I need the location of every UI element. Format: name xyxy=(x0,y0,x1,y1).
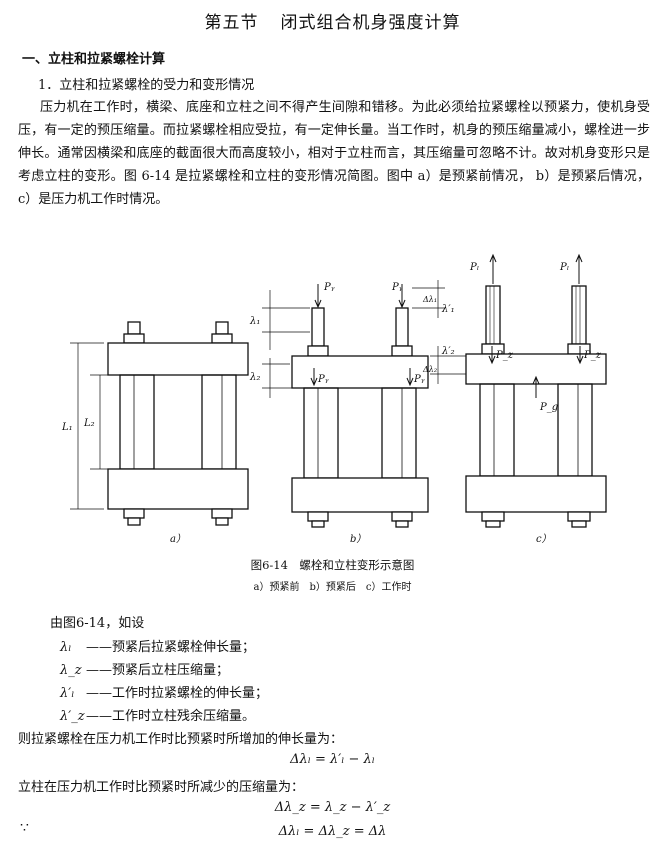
statement-line-1: 则拉紧螺栓在压力机工作时比预紧时所增加的伸长量为： xyxy=(18,732,344,747)
definition-symbol: λ_z xyxy=(60,663,82,678)
heading-level-1: 一、立柱和拉紧螺栓计算 xyxy=(22,52,166,67)
equation-1: Δλₗ = λ′ₗ − λₗ xyxy=(290,752,375,767)
section-title: 第五节 闭式组合机身强度计算 xyxy=(0,8,665,33)
heading-level-2: 1．立柱和拉紧螺栓的受力和变形情况 xyxy=(38,78,255,93)
definition-text: ——预紧后拉紧螺栓伸长量； xyxy=(86,640,256,655)
definition-symbol: λ′_z xyxy=(60,709,85,724)
definition-item: λ′_z——工作时立柱残余压缩量。 xyxy=(60,705,255,724)
figure-6-14: L₁ L₂ a） xyxy=(61,253,607,545)
label-lambda2: λ₂ xyxy=(249,372,260,383)
label-Pl-right: Pₗ xyxy=(559,262,569,273)
section-number: 第五节 xyxy=(204,13,259,33)
statement-line-2: 立柱在压力机工作时比预紧时所减少的压缩量为： xyxy=(18,780,305,795)
label-dlambda1: Δλ₁ xyxy=(422,295,437,304)
figure-subcaption: a）预紧前 b）预紧后 c）工作时 xyxy=(253,582,412,593)
panel-label-c: c） xyxy=(536,533,552,545)
label-Py-top-right: Pᵧ xyxy=(391,282,403,293)
section-name: 闭式组合机身强度计算 xyxy=(280,13,461,33)
definition-text: ——工作时立柱残余压缩量。 xyxy=(86,709,256,724)
body-paragraph: 压力机在工作时，横梁、底座和立柱之间不得产生间隙和错移。为此必须给拉紧螺栓以预紧… xyxy=(18,100,650,207)
definition-text: ——工作时拉紧螺栓的伸长量； xyxy=(86,686,269,701)
definition-symbol: λ′ₗ xyxy=(60,686,75,701)
label-dlambda2: Δλ₂ xyxy=(422,365,437,374)
label-Pg: P_g xyxy=(539,402,558,413)
label-Py-bottom-left: Pᵧ xyxy=(317,374,329,385)
definition-item: λₗ ——预紧后拉紧螺栓伸长量； xyxy=(60,636,255,655)
label-Pz-left: P_z xyxy=(495,350,514,361)
panel-label-b: b） xyxy=(350,533,366,545)
label-Pl-left: Pₗ xyxy=(469,262,479,273)
intro-text: 由图6-14，如设 xyxy=(50,616,145,631)
panel-a-frame xyxy=(70,321,249,526)
definition-item: λ′ₗ ——工作时拉紧螺栓的伸长量； xyxy=(60,682,268,701)
label-L1: L₁ xyxy=(61,422,73,433)
definition-item: λ_z ——预紧后立柱压缩量； xyxy=(60,659,229,678)
label-Py-top-left: Pᵧ xyxy=(323,282,335,293)
label-lambda2p: λ′₂ xyxy=(441,346,455,357)
definition-symbol: λₗ xyxy=(60,640,72,655)
panel-c-frame xyxy=(465,253,607,528)
label-Pz-right: P_z xyxy=(583,350,602,361)
label-Py-bottom-right: Pᵧ xyxy=(413,374,425,385)
equation-3: Δλₗ = Δλ_z = Δλ xyxy=(278,824,387,839)
label-L2: L₂ xyxy=(83,418,95,429)
panel-label-a: a） xyxy=(170,533,186,545)
equation-2: Δλ_z = λ_z − λ′_z xyxy=(274,800,391,815)
label-lambda1: λ₁ xyxy=(249,316,260,327)
panel-b-frame xyxy=(262,280,470,528)
definition-text: ——预紧后立柱压缩量； xyxy=(86,663,230,678)
figure-caption: 图6-14 螺栓和立柱变形示意图 xyxy=(250,558,415,572)
therefore-symbol: ∵ xyxy=(20,820,29,836)
label-lambda1p: λ′₁ xyxy=(441,304,455,315)
